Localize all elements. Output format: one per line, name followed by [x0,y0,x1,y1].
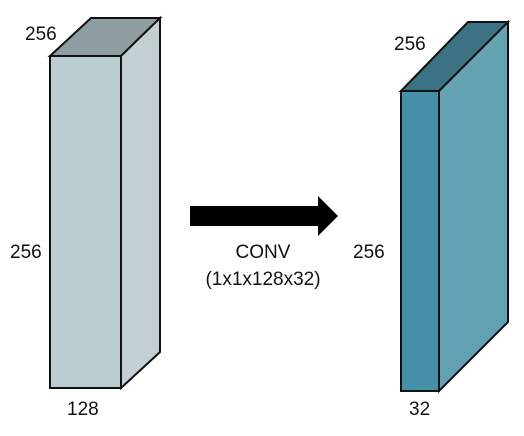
input-depth-dim-label: 128 [67,399,99,420]
output-tensor [398,19,511,394]
operation-name: CONV [236,242,291,263]
conv-arrow [190,196,338,236]
input-tensor-side-face [120,15,161,391]
operation-kernel: (1x1x128x32) [205,269,320,290]
input-height-dim-label: 256 [10,242,42,263]
arrow-head [318,196,338,236]
arrow-shaft [190,206,320,226]
input-top-dim-label: 256 [25,24,57,45]
input-tensor-front-face [49,55,122,389]
output-tensor-front-face [400,90,440,392]
output-depth-dim-label: 32 [409,399,430,420]
output-top-dim-label: 256 [394,34,426,55]
input-tensor [47,15,163,391]
output-height-dim-label: 256 [353,242,385,263]
